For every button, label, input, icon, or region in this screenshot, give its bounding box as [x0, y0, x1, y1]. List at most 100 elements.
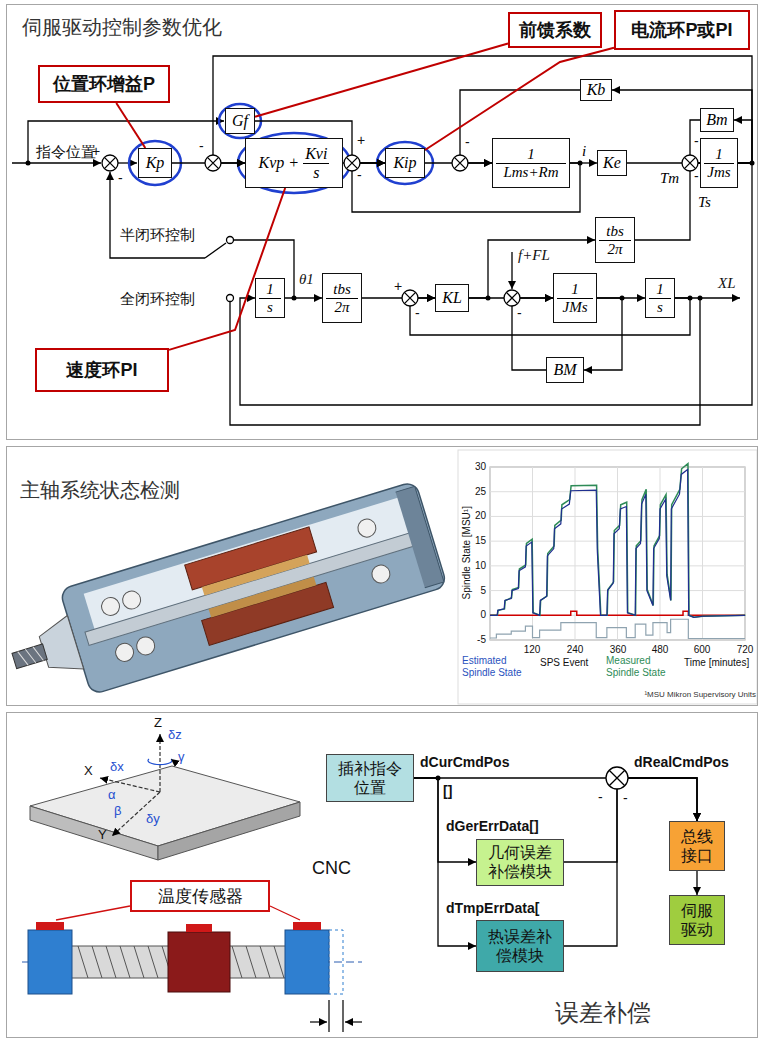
drawing-label: [] [443, 783, 452, 799]
ball-screw [293, 922, 321, 930]
node-text: 1 [259, 281, 281, 298]
node-text: Kip [393, 154, 416, 172]
summing-junction [207, 157, 218, 168]
signal-wire [511, 252, 512, 289]
spindle-illustration [356, 517, 378, 539]
spindle-illustration [99, 595, 121, 617]
node-text: 2π [326, 298, 358, 316]
switch-contact [227, 237, 234, 244]
drawing-label: δy [146, 812, 160, 827]
block-box: KL [435, 284, 469, 312]
callout-leader [169, 188, 285, 350]
node-text: 前馈系数 [519, 18, 591, 42]
process-box: 插补指令位置 [326, 754, 414, 802]
node-text: Gf [232, 112, 248, 130]
node-text: 电流环P或PI [631, 18, 732, 42]
signal-connector [696, 871, 697, 895]
chart-label: -5 [477, 634, 486, 646]
node-text: JMs [557, 298, 593, 316]
summing-junction [506, 292, 517, 303]
machine-table [158, 802, 300, 860]
callout-box: 前馈系数 [508, 12, 602, 48]
signal-wire [28, 121, 224, 163]
chart-label: 30 [475, 461, 486, 473]
block-box: Bm [700, 108, 734, 132]
signal-wire [118, 162, 137, 163]
chart-label: 0 [480, 609, 486, 621]
drawing-label: Z [154, 716, 162, 731]
spindle-illustration [120, 589, 142, 611]
rotation-arc [148, 759, 172, 765]
signal-label: - [465, 134, 470, 150]
ball-screw [168, 932, 230, 992]
signal-wire [205, 243, 226, 258]
drawing-label: dTmpErrData[ [446, 900, 539, 916]
chart-label: 15 [475, 535, 486, 547]
pi-controller-box: Kvp +Kvis [245, 138, 343, 188]
block-box: Kip [385, 148, 425, 178]
summing-junction [504, 290, 520, 306]
summing-junction [454, 157, 465, 168]
node-text: 1 [704, 146, 734, 163]
callout-box: 位置环增益P [38, 65, 170, 103]
machine-table [30, 766, 300, 860]
block-box: BM [546, 357, 584, 383]
chart [458, 450, 757, 704]
dimension-line [310, 1021, 327, 1022]
chart-label: 10 [475, 560, 486, 572]
chart-label: 240 [567, 644, 584, 656]
switch-contact [227, 237, 234, 302]
drawing-label: CNC [312, 858, 351, 879]
chart-plot [490, 619, 745, 638]
signal-label: - [199, 138, 204, 154]
dimension-line [310, 1000, 362, 1032]
summing-junction [102, 155, 698, 789]
transfer-function-box: tbs2π [595, 217, 635, 263]
node-text: 1 [557, 281, 593, 298]
dimension-line [345, 1021, 362, 1022]
signal-label: - [694, 168, 699, 184]
signal-label: f+FL [518, 247, 550, 264]
drawing-label: - [623, 790, 628, 806]
signal-label: 指令位置 [36, 143, 96, 160]
chart-label: Spindle State [MSU¹] [461, 506, 473, 599]
highlight-ellipse [377, 142, 433, 184]
chart-label: Measured Spindle State [606, 655, 672, 678]
node-text: Kb [587, 81, 606, 99]
signal-connector [240, 163, 752, 405]
panel-frame: 伺服驱动控制参数优化位置环增益P前馈系数电流环P或PIKpGfKvp +Kvis… [6, 4, 758, 440]
pi-term: Kvp + [259, 154, 304, 172]
spindle-illustration [12, 644, 47, 669]
process-box: 总线接口 [669, 821, 725, 871]
chart-label: 20 [475, 510, 486, 522]
spindle-illustration [370, 563, 392, 585]
node-text: s [259, 298, 281, 316]
spindle-illustration [113, 641, 135, 663]
chart-plot [490, 611, 745, 615]
signal-name: Tm [659, 170, 680, 187]
pi-fraction: Kvis [303, 145, 329, 181]
summing-junction [402, 290, 418, 306]
process-box: 伺服驱动 [669, 895, 725, 945]
callout-box: 速度环PI [35, 348, 169, 392]
chart-label: Estimated Spindle State [462, 655, 528, 678]
highlight-ellipse [129, 104, 433, 193]
highlight-ellipse [238, 133, 350, 193]
node-text: 伺服驱动 [678, 901, 716, 939]
chart-label: 120 [524, 644, 541, 656]
leader-line [56, 906, 130, 920]
chart-plot [575, 467, 576, 640]
drawing-label: dGerErrData[] [446, 818, 539, 834]
ball-screw [36, 922, 64, 930]
node-text: 热误差补偿模块 [485, 927, 555, 965]
drawing-label: γ [178, 750, 185, 765]
summing-junction [102, 155, 118, 171]
summing-junction [402, 290, 418, 306]
signal-label: 半闭环控制 [120, 226, 195, 243]
drawing-label: α [108, 788, 116, 803]
machine-table [30, 806, 158, 860]
spindle-illustration [99, 517, 392, 664]
